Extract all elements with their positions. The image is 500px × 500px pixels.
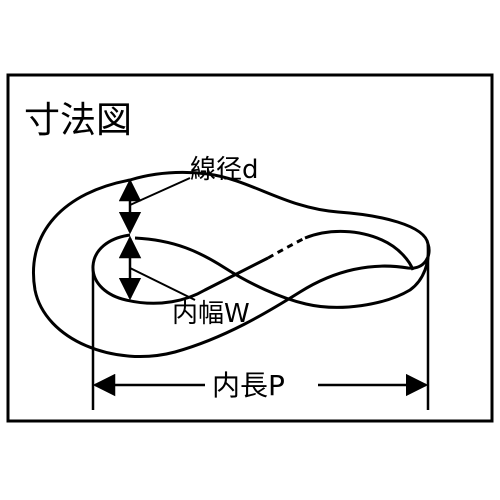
sling-hidden-segment (267, 236, 306, 260)
inner-width-leader (129, 267, 196, 301)
diagram-border (6, 73, 494, 423)
wire-diameter-leader (129, 177, 191, 206)
sling-inner-strand (134, 236, 430, 309)
sling-right-strand (304, 230, 415, 271)
wire-diameter-label: 線径d (190, 155, 259, 185)
diagram-title: 寸法図 (24, 100, 132, 141)
sling-outer-contour (32, 170, 431, 358)
inner-width-label: 内幅W (172, 299, 250, 329)
sling-inner-loop (91, 233, 269, 305)
inner-length-label: 内長P (212, 369, 285, 402)
